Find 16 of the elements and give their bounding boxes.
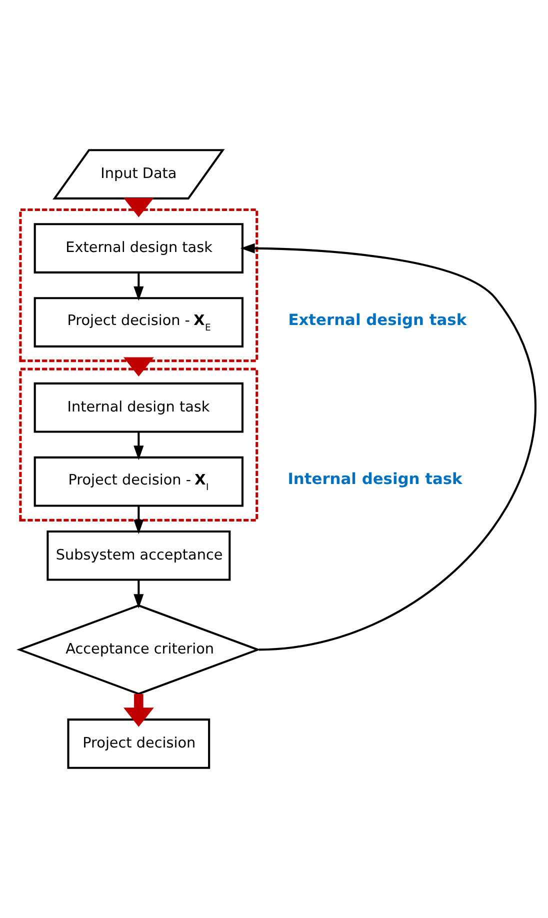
arrow bbox=[134, 506, 144, 534]
arrow bbox=[123, 357, 154, 377]
arrow bbox=[134, 432, 144, 460]
node-box: Subsystem acceptance bbox=[46, 530, 231, 581]
node-box: Project decision - X$_{I}$ bbox=[34, 456, 244, 507]
arrow bbox=[123, 694, 154, 727]
node-box: External design task bbox=[34, 223, 244, 274]
node-box: Project decision bbox=[67, 718, 210, 769]
arrow bbox=[240, 243, 536, 651]
node-box: Internal design task bbox=[34, 382, 244, 433]
arrow bbox=[134, 580, 144, 608]
label: Internal design task bbox=[288, 470, 462, 488]
arrow bbox=[134, 272, 144, 301]
node-box: Project decision - X$_{E}$ bbox=[34, 297, 244, 348]
node-diamond: Acceptance criterion bbox=[16, 604, 261, 695]
label: External design task bbox=[288, 310, 467, 329]
